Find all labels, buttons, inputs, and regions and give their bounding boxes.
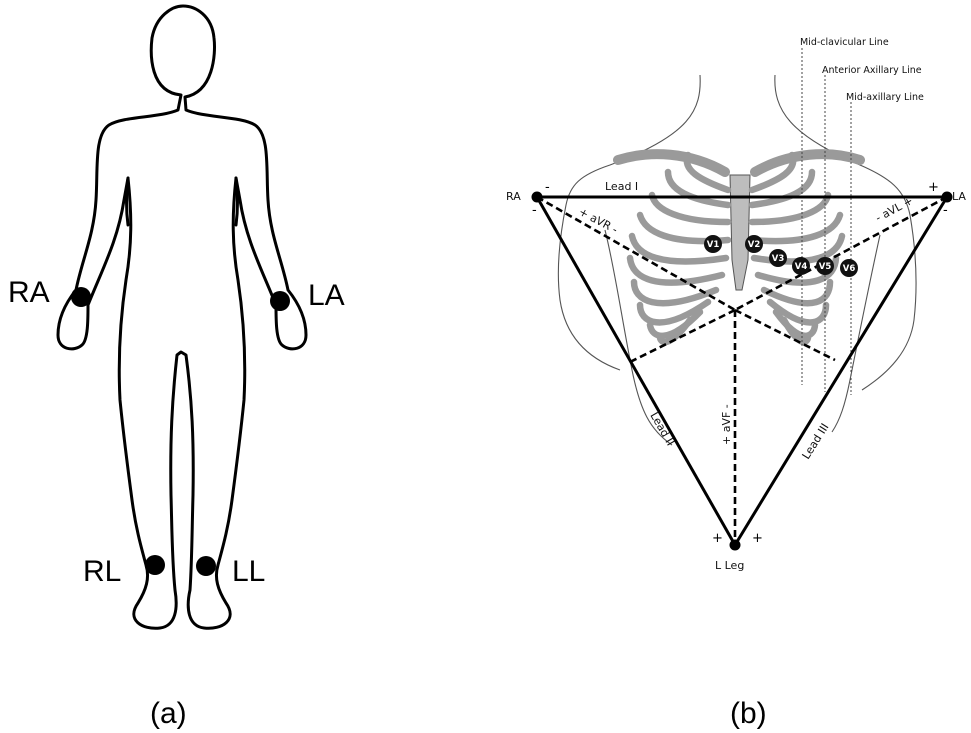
svg-text:V1: V1 xyxy=(707,240,720,250)
la-corner-label: LA xyxy=(952,190,966,203)
clavicles xyxy=(618,154,860,172)
avf-label: + aVF - xyxy=(720,404,733,445)
svg-text:V4: V4 xyxy=(795,262,808,272)
lead-iii-line xyxy=(735,197,947,545)
la-top-sign: + xyxy=(928,180,939,195)
sternum xyxy=(730,175,750,290)
svg-text:V6: V6 xyxy=(843,264,856,274)
lead-i-label: Lead I xyxy=(605,180,638,193)
v2-electrode: V2 xyxy=(745,235,763,253)
caption-b: (b) xyxy=(730,697,767,730)
v3-electrode: V3 xyxy=(769,249,787,267)
svg-text:V3: V3 xyxy=(772,254,785,264)
lleg-left-sign: + xyxy=(712,531,723,546)
svg-text:V2: V2 xyxy=(748,240,761,250)
anterior-axillary-label: Anterior Axillary Line xyxy=(822,65,922,76)
svg-text:V5: V5 xyxy=(819,262,832,272)
mid-axillary-label: Mid-axillary Line xyxy=(846,92,924,103)
la-node xyxy=(942,192,953,203)
v5-electrode: V5 xyxy=(816,257,834,275)
ra-top-sign: - xyxy=(545,180,550,195)
ra-node xyxy=(532,192,543,203)
mid-clavicular-label: Mid-clavicular Line xyxy=(800,37,889,48)
ll-label: LL xyxy=(232,555,265,588)
lleg-node xyxy=(730,540,741,551)
lleg-right-sign: + xyxy=(752,531,763,546)
rl-electrode xyxy=(145,555,165,575)
ra-bottom-sign: - xyxy=(532,203,537,218)
reference-lines: Mid-clavicular Line Anterior Axillary Li… xyxy=(800,37,924,395)
ll-electrode xyxy=(196,556,216,576)
v6-electrode: V6 xyxy=(840,259,858,277)
lead-iii-label: Lead III xyxy=(800,421,832,462)
v1-electrode: V1 xyxy=(704,235,722,253)
ra-electrode xyxy=(71,287,91,307)
right-inner-arm-line xyxy=(127,178,129,225)
lleg-label: L Leg xyxy=(715,559,744,572)
la-label: LA xyxy=(308,279,345,312)
panel-a-body-diagram: RA LA RL LL xyxy=(8,6,345,628)
body-outline xyxy=(58,6,306,628)
v4-electrode: V4 xyxy=(792,257,810,275)
caption-a: (a) xyxy=(150,697,187,730)
la-bottom-sign: - xyxy=(943,203,948,218)
panel-b-einthoven-diagram: Mid-clavicular Line Anterior Axillary Li… xyxy=(506,37,966,572)
left-inner-arm-line xyxy=(236,178,238,225)
rl-label: RL xyxy=(83,555,121,588)
ra-corner-label: RA xyxy=(506,190,521,203)
lead-ii-label: Lead II xyxy=(647,410,676,448)
ra-label: RA xyxy=(8,276,50,309)
ribs-left-side xyxy=(752,155,842,342)
la-electrode xyxy=(270,291,290,311)
